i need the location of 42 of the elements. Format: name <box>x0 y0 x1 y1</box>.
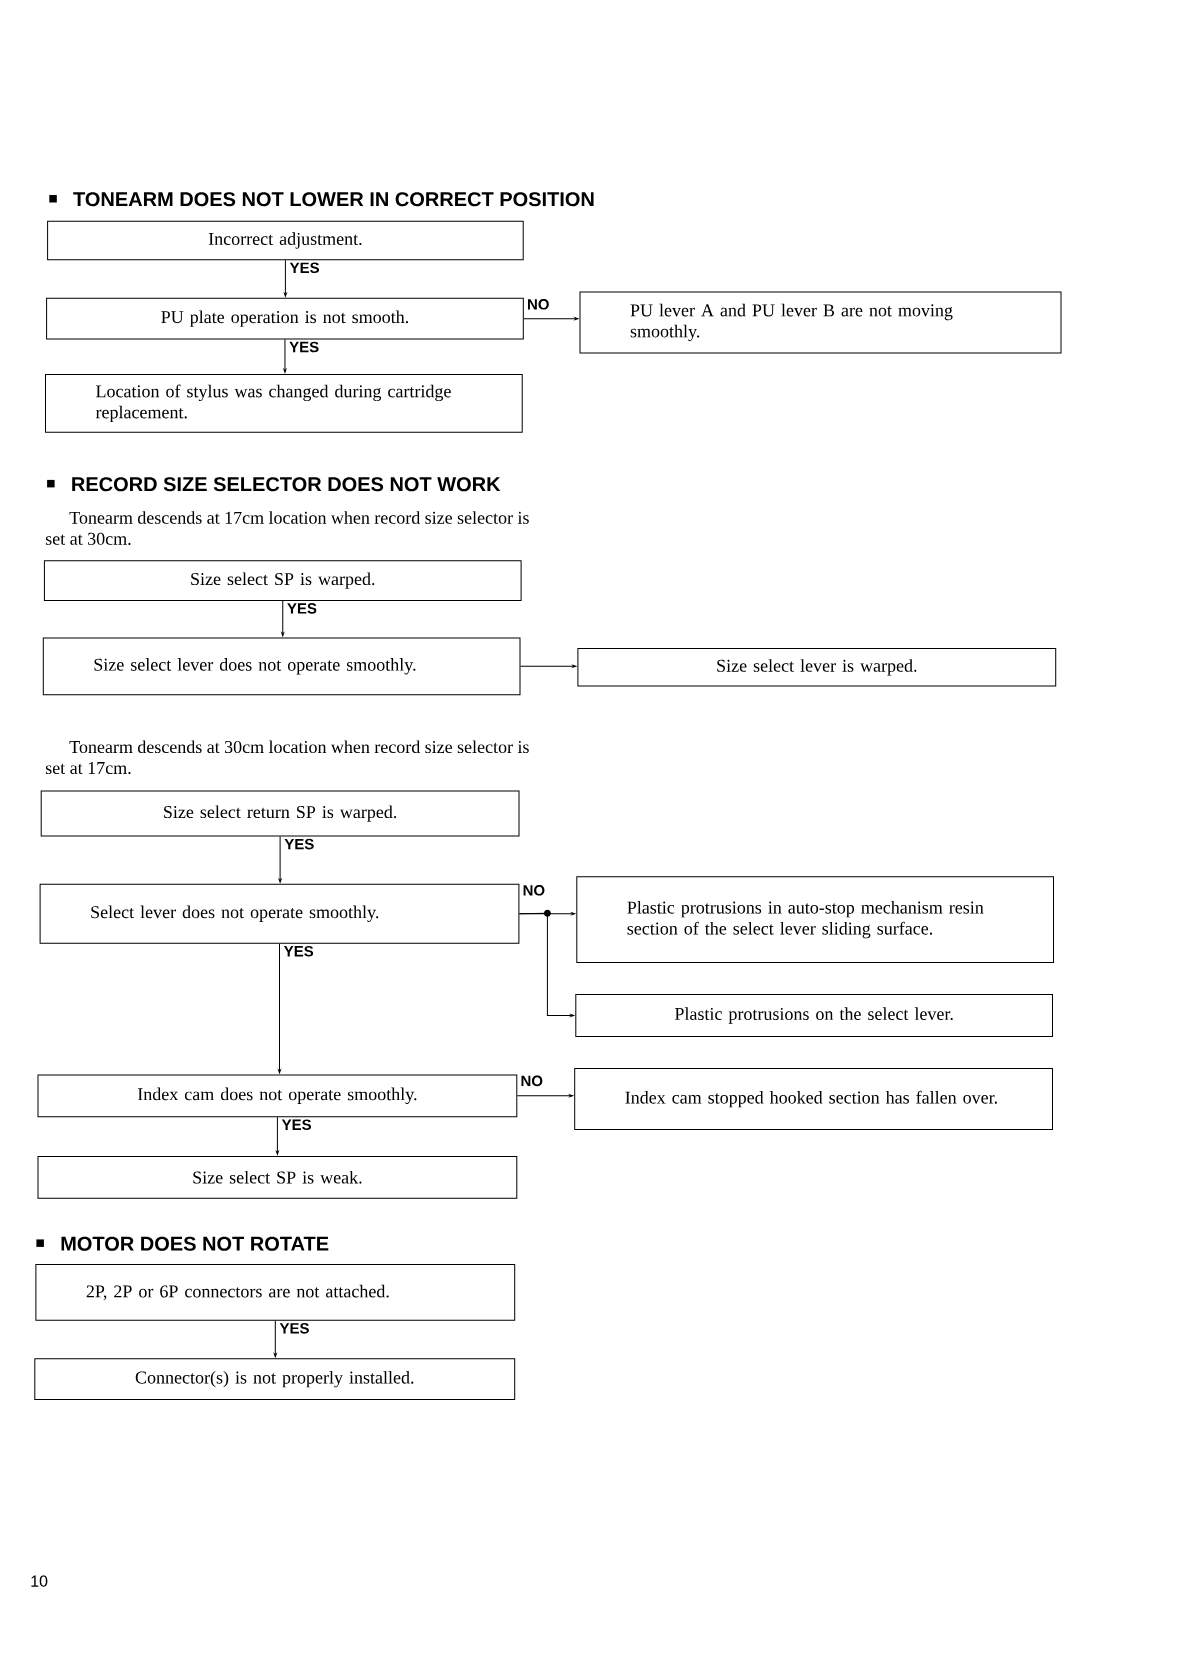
section-heading: MOTOR DOES NOT ROTATE <box>36 1236 329 1251</box>
arrow <box>284 259 287 297</box>
edge-label: YES <box>284 838 314 850</box>
edge-label: YES <box>287 603 317 614</box>
process-box: PU plate operation is not smooth. <box>46 297 524 340</box>
process-box: Connector(s) is not properly installed. <box>34 1358 516 1400</box>
arrow <box>273 1320 277 1358</box>
process-box: 2P, 2P or 6P connectors are not attached. <box>35 1264 516 1321</box>
edge-label: YES <box>289 262 319 274</box>
edge-label: NO <box>528 299 549 310</box>
process-box: Plastic protrusions on the select lever. <box>575 994 1053 1037</box>
process-box: PU lever A and PU lever B are not moving smoothly. <box>579 291 1062 354</box>
description-text: Tonearm descends at 30cm location when record size selector is set at 17cm. <box>45 740 529 775</box>
edge-label: YES <box>281 1119 311 1131</box>
process-box: Plastic protrusions in auto-stop mechanism resin section of the select lever sliding surface. <box>576 876 1054 963</box>
edge-label: NO <box>521 1075 543 1087</box>
arrow <box>516 1094 574 1098</box>
arrow <box>518 912 575 1017</box>
arrow <box>276 1116 279 1155</box>
process-box: Index cam stopped hooked section has fallen over. <box>574 1068 1053 1131</box>
edge-label: YES <box>289 341 319 353</box>
arrow <box>283 339 287 373</box>
arrow <box>520 664 577 668</box>
process-box: Index cam does not operate smoothly. <box>37 1074 518 1118</box>
page-number: 10 <box>31 1575 48 1587</box>
edge-label: NO <box>523 885 545 896</box>
process-box: Size select lever does not operate smoothly. <box>42 637 521 696</box>
arrow <box>278 836 282 883</box>
section-heading: TONEARM DOES NOT LOWER IN CORRECT POSITION <box>49 192 594 207</box>
edge-label: YES <box>279 1323 309 1334</box>
edge-label: YES <box>283 945 314 957</box>
process-box: Size select SP is warped. <box>43 560 522 601</box>
arrow <box>523 317 579 321</box>
arrow <box>281 600 285 637</box>
process-box: Incorrect adjustment. <box>47 220 524 261</box>
process-box: Size select return SP is warped. <box>40 790 520 837</box>
process-box: Location of stylus was changed during cartridge replacement. <box>45 373 523 433</box>
process-box: Select lever does not operate smoothly. <box>39 883 520 944</box>
process-box: Size select SP is weak. <box>37 1155 518 1199</box>
arrow <box>278 943 281 1074</box>
section-heading: RECORD SIZE SELECTOR DOES NOT WORK <box>47 477 501 492</box>
process-box: Size select lever is warped. <box>577 648 1057 687</box>
